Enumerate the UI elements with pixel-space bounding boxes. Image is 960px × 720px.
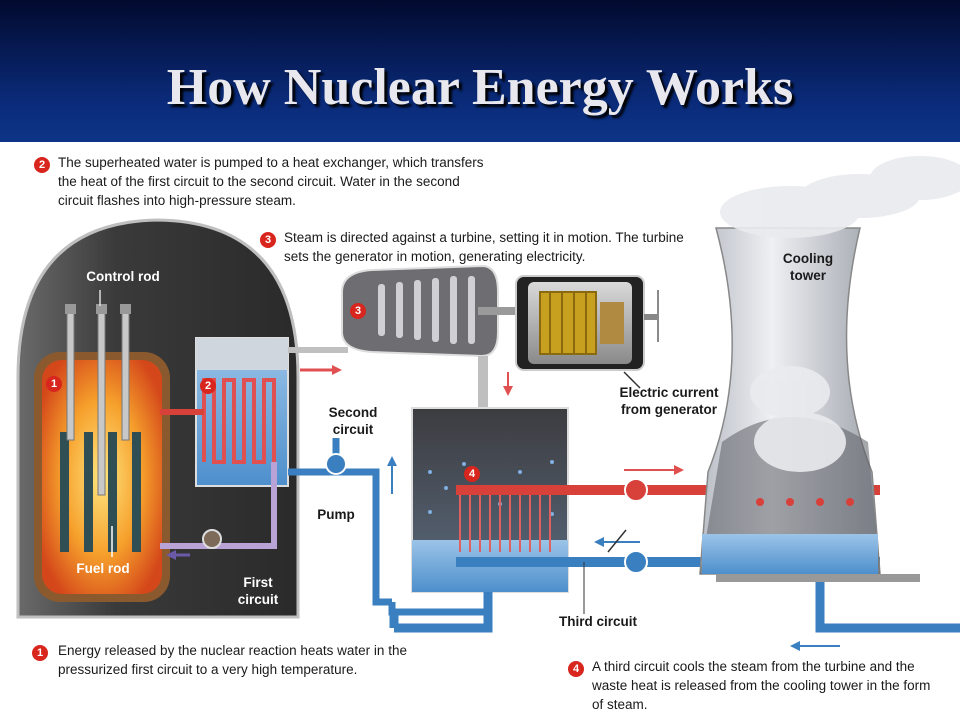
electric-current-label: Electric current from generator (619, 385, 719, 417)
generator-rotor (539, 291, 597, 355)
control-rod-label: Control rod (86, 269, 160, 284)
second-circuit-pipe (336, 468, 392, 606)
control-rod-caps (65, 304, 131, 314)
condenser-tubes (459, 494, 551, 552)
first-circuit-pipe (160, 462, 277, 549)
step-2-marker: 2 (34, 157, 50, 173)
diagram-area: 2 The superheated water is pumped to a h… (0, 142, 960, 720)
fuel-rods (60, 432, 141, 552)
nuclear-plant-diagram (16, 156, 960, 651)
step-4-marker: 4 (568, 661, 584, 677)
turbine-blades (378, 276, 475, 344)
first-circuit-pump (202, 529, 222, 549)
turbine-shaft (478, 307, 542, 315)
title-bar: How Nuclear Energy Works (0, 0, 960, 142)
exchanger-coil (202, 378, 276, 464)
fuel-rod-label: Fuel rod (76, 561, 130, 576)
third-circuit-label: Third circuit (558, 614, 637, 629)
steam-plume (720, 156, 960, 472)
first-circuit-label: First circuit (237, 575, 279, 607)
step-3-marker: 3 (260, 232, 276, 248)
step-2-text: The superheated water is pumped to a hea… (58, 155, 484, 208)
second-circuit-pump (325, 453, 347, 475)
spray-nozzles (756, 498, 854, 506)
second-circuit-label: Second circuit (328, 405, 378, 437)
step-4-text: A third circuit cools the steam from the… (592, 659, 931, 712)
turbine-step-marker: 3 (350, 303, 366, 319)
exchanger-steam (196, 338, 288, 370)
page-title: How Nuclear Energy Works (166, 59, 794, 116)
step-1-marker: 1 (32, 645, 48, 661)
reactor-step-marker: 1 (46, 376, 62, 392)
tower-water (702, 534, 878, 574)
pump-label: Pump (317, 507, 355, 522)
step-1-text: Energy released by the nuclear reaction … (58, 643, 407, 677)
step-3-text: Steam is directed against a turbine, set… (284, 230, 684, 264)
cooling-tower-label: Cooling tower (782, 251, 834, 283)
condenser-step-marker: 4 (464, 466, 480, 482)
exchanger-step-marker: 2 (200, 378, 216, 394)
